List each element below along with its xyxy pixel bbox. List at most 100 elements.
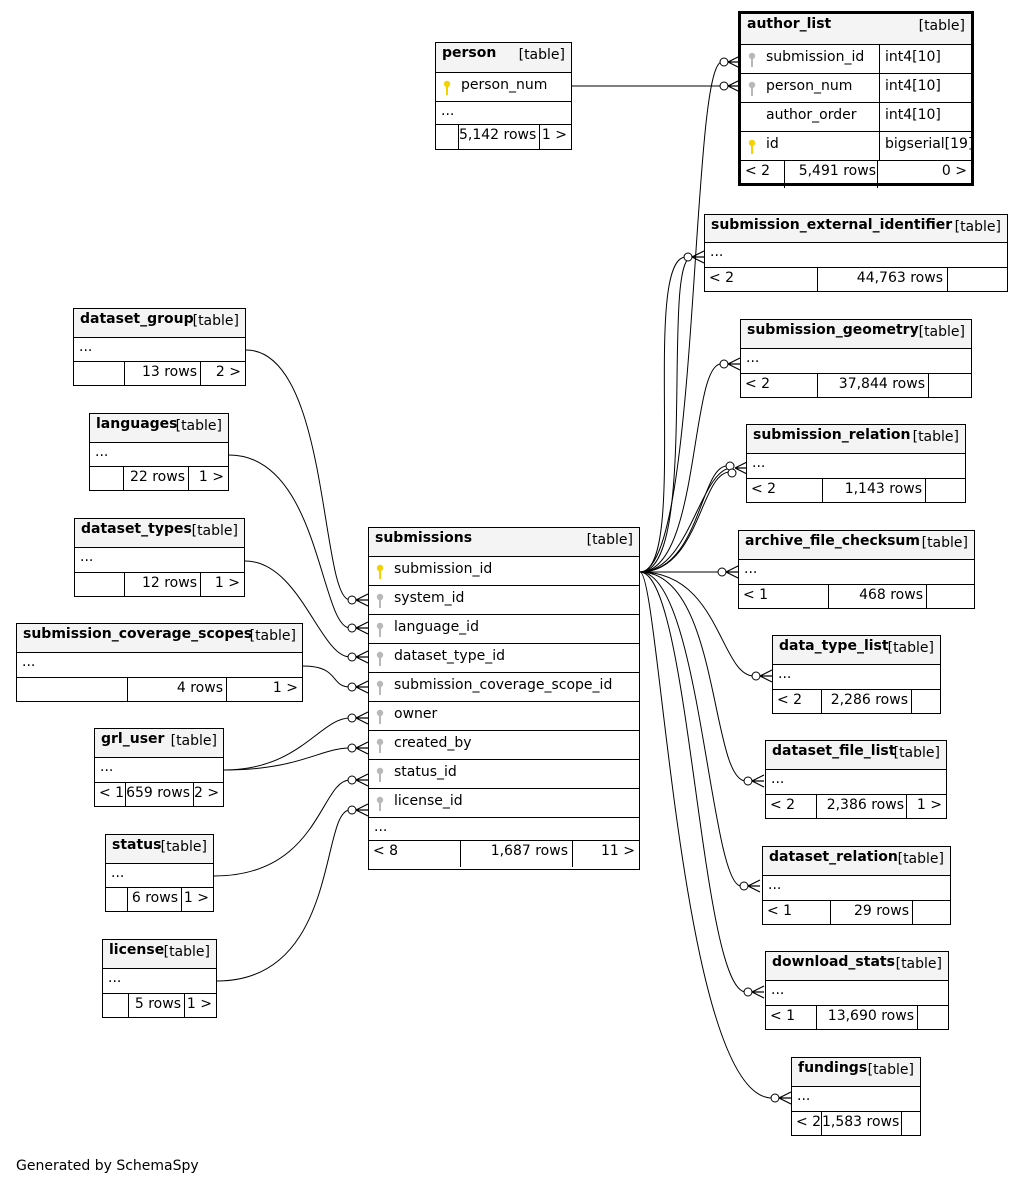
- more-label: ...: [441, 103, 455, 119]
- row-count: 2,286 rows: [821, 690, 912, 714]
- table-languages[interactable]: languages [table] ... 22 rows 1 >: [89, 413, 229, 491]
- more-columns[interactable]: ...: [766, 770, 946, 795]
- parent-count: < 2: [751, 481, 777, 497]
- table-submission-geometry[interactable]: submission_geometry [table] ... < 2 37,8…: [740, 319, 972, 398]
- column-row[interactable]: submission_id: [369, 557, 639, 586]
- column-row[interactable]: submission_coverage_scope_id: [369, 673, 639, 702]
- table-grl-user[interactable]: grl_user [table] ... < 1 659 rows 2 >: [94, 728, 224, 807]
- generator-credit: Generated by SchemaSpy: [16, 1158, 199, 1174]
- column-name: submission_id: [394, 561, 493, 577]
- table-footer: 5 rows 1 >: [103, 994, 216, 1018]
- parent-count: < 2: [709, 270, 735, 286]
- more-columns[interactable]: ...: [106, 864, 213, 888]
- table-submission-coverage-scopes[interactable]: submission_coverage_scopes [table] ... 4…: [16, 623, 303, 702]
- table-footer: < 2 1,143 rows: [747, 479, 965, 503]
- row-count: 5,142 rows: [458, 125, 540, 149]
- more-columns[interactable]: ...: [436, 102, 571, 125]
- table-type: [table]: [893, 745, 940, 761]
- table-submission-relation[interactable]: submission_relation [table] ... < 2 1,14…: [746, 424, 966, 503]
- parent-count: < 2: [745, 163, 771, 179]
- column-row[interactable]: person_num int4[10]: [741, 74, 971, 103]
- table-status[interactable]: status [table] ... 6 rows 1 >: [105, 834, 214, 912]
- table-type: [table]: [518, 47, 565, 63]
- table-data-type-list[interactable]: data_type_list [table] ... < 2 2,286 row…: [772, 635, 941, 714]
- more-columns[interactable]: ...: [95, 758, 223, 783]
- more-columns[interactable]: ...: [773, 665, 940, 690]
- table-author-list[interactable]: author_list [table] submission_id int4[1…: [738, 11, 974, 188]
- table-type: [table]: [249, 628, 296, 644]
- more-columns[interactable]: ...: [747, 454, 965, 479]
- column-row[interactable]: submission_id int4[10]: [741, 45, 971, 74]
- row-count: 659 rows: [125, 783, 194, 807]
- column-name: created_by: [394, 735, 472, 751]
- more-label: ...: [710, 244, 724, 260]
- table-dataset-group[interactable]: dataset_group [table] ... 13 rows 2 >: [73, 308, 246, 386]
- column-row[interactable]: dataset_type_id: [369, 644, 639, 673]
- column-row[interactable]: created_by: [369, 731, 639, 760]
- rel-status: [213, 779, 351, 877]
- column-row[interactable]: license_id: [369, 789, 639, 818]
- rel-submissions-external-identifier-2: [639, 256, 693, 573]
- table-name: submission_external_identifier: [711, 217, 953, 233]
- table-type: [table]: [163, 944, 210, 960]
- more-columns[interactable]: ...: [90, 443, 228, 467]
- column-row[interactable]: system_id: [369, 586, 639, 615]
- rel-submissions-download-stats: [639, 571, 747, 993]
- foreign-key-icon: [748, 81, 756, 96]
- more-columns[interactable]: ...: [369, 818, 639, 841]
- column-row[interactable]: owner: [369, 702, 639, 731]
- table-name: dataset_group: [80, 311, 194, 327]
- more-columns[interactable]: ...: [763, 876, 950, 901]
- parent-count: [17, 678, 127, 702]
- row-count: 44,763 rows: [817, 268, 947, 292]
- table-type: [table]: [867, 1062, 914, 1078]
- rel-languages: [228, 454, 351, 629]
- table-dataset-types[interactable]: dataset_types [table] ... 12 rows 1 >: [74, 518, 245, 597]
- row-count: 468 rows: [828, 585, 927, 609]
- more-label: ...: [22, 654, 36, 670]
- table-dataset-file-list[interactable]: dataset_file_list [table] ... < 2 2,386 …: [765, 740, 947, 819]
- table-name: archive_file_checksum: [745, 533, 920, 549]
- table-type: [table]: [160, 839, 207, 855]
- more-columns[interactable]: ...: [792, 1087, 920, 1112]
- rel-submissions-geometry: [639, 363, 722, 573]
- table-name: author_list: [747, 16, 832, 32]
- child-count: 1 >: [200, 573, 244, 597]
- more-columns[interactable]: ...: [103, 969, 216, 994]
- more-columns[interactable]: ...: [74, 338, 245, 362]
- column-type: bigserial[19]: [879, 132, 974, 160]
- table-submissions[interactable]: submissions [table] submission_id system…: [368, 527, 640, 870]
- column-row[interactable]: status_id: [369, 760, 639, 789]
- table-person[interactable]: person [table] person_num ... 5,142 rows…: [435, 42, 572, 150]
- child-count: 2 >: [200, 362, 245, 386]
- column-name: owner: [394, 706, 438, 722]
- parent-count: < 2: [745, 376, 771, 392]
- table-fundings[interactable]: fundings [table] ... < 2 1,583 rows: [791, 1057, 921, 1136]
- column-row[interactable]: id bigserial[19]: [741, 132, 974, 161]
- table-type: [table]: [918, 324, 965, 340]
- column-row[interactable]: author_order int4[10]: [741, 103, 971, 132]
- table-download-stats[interactable]: download_stats [table] ... < 1 13,690 ro…: [765, 951, 949, 1030]
- more-columns[interactable]: ...: [17, 653, 302, 678]
- table-name: status: [112, 837, 162, 853]
- parent-count: < 1: [99, 785, 125, 801]
- table-license[interactable]: license [table] ... 5 rows 1 >: [102, 939, 217, 1018]
- more-columns[interactable]: ...: [75, 548, 244, 573]
- child-count: [928, 374, 971, 398]
- column-row[interactable]: language_id: [369, 615, 639, 644]
- table-submission-external-identifier[interactable]: submission_external_identifier [table] .…: [704, 214, 1008, 292]
- more-columns[interactable]: ...: [739, 560, 974, 585]
- child-count: 1 >: [181, 888, 213, 912]
- column-row[interactable]: person_num: [436, 73, 571, 102]
- more-columns[interactable]: ...: [705, 243, 1007, 268]
- table-type: [table]: [954, 219, 1001, 235]
- row-count: 5,491 rows: [784, 161, 880, 188]
- more-columns[interactable]: ...: [741, 349, 971, 374]
- table-archive-file-checksum[interactable]: archive_file_checksum [table] ... < 1 46…: [738, 530, 975, 609]
- foreign-key-icon: [376, 767, 384, 782]
- more-columns[interactable]: ...: [766, 981, 948, 1006]
- table-name: submissions: [375, 530, 473, 546]
- child-count: [925, 479, 965, 503]
- table-dataset-relation[interactable]: dataset_relation [table] ... < 1 29 rows: [762, 846, 951, 925]
